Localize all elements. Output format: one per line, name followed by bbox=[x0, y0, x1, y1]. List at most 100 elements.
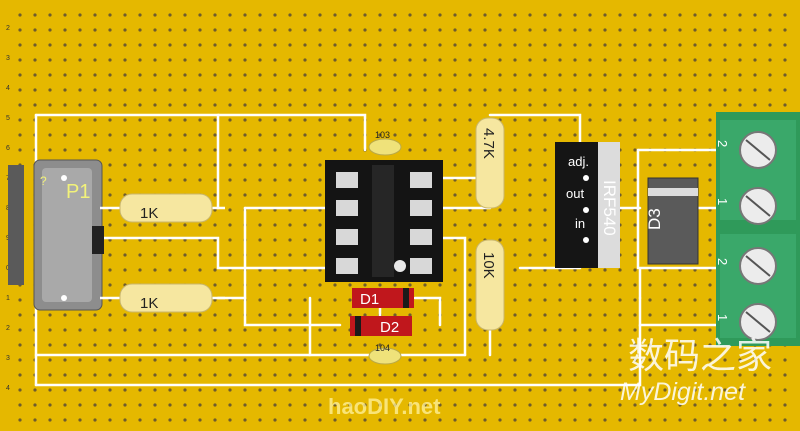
board-hole bbox=[783, 418, 787, 422]
board-hole bbox=[648, 283, 652, 287]
board-hole bbox=[633, 88, 637, 92]
board-hole bbox=[648, 358, 652, 362]
screw-slot bbox=[745, 255, 771, 277]
board-hole bbox=[573, 298, 577, 302]
board-hole bbox=[543, 13, 547, 17]
board-hole bbox=[678, 343, 682, 347]
screw-slot bbox=[745, 195, 771, 217]
board-hole bbox=[663, 13, 667, 17]
board-hole bbox=[153, 13, 157, 17]
board-hole bbox=[318, 343, 322, 347]
board-hole bbox=[678, 133, 682, 137]
board-hole bbox=[288, 73, 292, 77]
board-hole bbox=[93, 88, 97, 92]
board-hole bbox=[453, 13, 457, 17]
board-hole bbox=[273, 223, 277, 227]
board-hole bbox=[63, 28, 67, 32]
board-hole bbox=[273, 103, 277, 107]
board-hole bbox=[693, 58, 697, 62]
resistor-label: 4.7K bbox=[480, 128, 497, 159]
board-hole bbox=[303, 343, 307, 347]
board-hole bbox=[453, 373, 457, 377]
board-hole bbox=[513, 148, 517, 152]
board-hole bbox=[468, 238, 472, 242]
board-hole bbox=[93, 13, 97, 17]
board-hole bbox=[288, 313, 292, 317]
board-hole bbox=[663, 343, 667, 347]
capacitor-103: 103 bbox=[368, 130, 402, 156]
board-hole bbox=[273, 43, 277, 47]
board-hole bbox=[18, 328, 22, 332]
board-hole bbox=[63, 118, 67, 122]
board-hole bbox=[453, 358, 457, 362]
board-hole bbox=[243, 133, 247, 137]
board-hole bbox=[333, 343, 337, 347]
board-hole bbox=[168, 73, 172, 77]
board-hole bbox=[213, 358, 217, 362]
board-hole bbox=[183, 388, 187, 392]
board-hole bbox=[753, 358, 757, 362]
board-hole bbox=[378, 388, 382, 392]
board-hole bbox=[663, 403, 667, 407]
board-hole bbox=[408, 103, 412, 107]
board-hole bbox=[498, 373, 502, 377]
board-hole bbox=[423, 103, 427, 107]
board-hole bbox=[618, 328, 622, 332]
board-hole bbox=[393, 313, 397, 317]
board-hole bbox=[603, 403, 607, 407]
board-hole bbox=[453, 268, 457, 272]
board-hole bbox=[138, 328, 142, 332]
board-hole bbox=[228, 313, 232, 317]
board-hole bbox=[528, 373, 532, 377]
board-hole bbox=[543, 358, 547, 362]
board-hole bbox=[723, 358, 727, 362]
board-hole bbox=[288, 193, 292, 197]
board-hole bbox=[618, 103, 622, 107]
board-hole bbox=[573, 418, 577, 422]
board-hole bbox=[33, 58, 37, 62]
board-hole bbox=[228, 223, 232, 227]
wires bbox=[34, 113, 747, 387]
board-hole bbox=[63, 403, 67, 407]
board-hole bbox=[708, 313, 712, 317]
board-hole bbox=[723, 103, 727, 107]
board-hole bbox=[363, 88, 367, 92]
board-hole bbox=[558, 118, 562, 122]
board-hole bbox=[63, 43, 67, 47]
mosfet-pin bbox=[583, 175, 589, 181]
board-hole bbox=[108, 418, 112, 422]
ic-pin bbox=[336, 258, 358, 274]
board-hole bbox=[723, 13, 727, 17]
board-hole bbox=[288, 418, 292, 422]
board-hole bbox=[18, 313, 22, 317]
board-hole bbox=[528, 208, 532, 212]
board-hole bbox=[423, 58, 427, 62]
wire bbox=[34, 323, 642, 387]
board-hole bbox=[708, 403, 712, 407]
board-hole bbox=[393, 28, 397, 32]
board-hole bbox=[468, 388, 472, 392]
board-hole bbox=[78, 133, 82, 137]
board-hole bbox=[33, 103, 37, 107]
board-hole bbox=[438, 13, 442, 17]
board-hole bbox=[723, 58, 727, 62]
board-hole bbox=[573, 58, 577, 62]
board-hole bbox=[48, 73, 52, 77]
board-hole bbox=[318, 238, 322, 242]
board-hole bbox=[198, 313, 202, 317]
board-hole bbox=[483, 103, 487, 107]
board-hole bbox=[228, 373, 232, 377]
board-hole bbox=[258, 13, 262, 17]
board-hole bbox=[273, 373, 277, 377]
board-hole bbox=[543, 283, 547, 287]
board-hole bbox=[273, 28, 277, 32]
board-hole bbox=[48, 418, 52, 422]
board-hole bbox=[243, 118, 247, 122]
board-hole bbox=[618, 73, 622, 77]
board-hole bbox=[438, 343, 442, 347]
board-hole bbox=[108, 358, 112, 362]
board-hole bbox=[678, 13, 682, 17]
board-hole bbox=[333, 148, 337, 152]
board-hole bbox=[408, 283, 412, 287]
board-hole bbox=[498, 103, 502, 107]
